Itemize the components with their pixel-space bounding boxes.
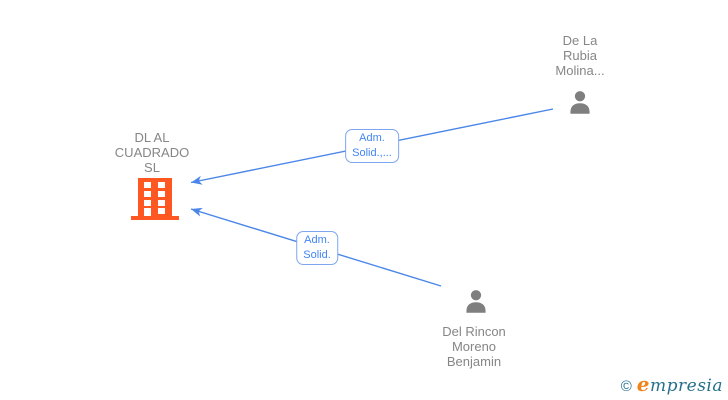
person-bottom-node-label[interactable]: Del Rincon Moreno Benjamin	[442, 324, 506, 369]
brand-wordmark: empresia	[637, 374, 723, 396]
person-top-label-line: De La	[562, 33, 598, 48]
company-node-label[interactable]: DL AL CUADRADO SL	[115, 130, 189, 175]
person-bottom-label-line: Benjamin	[446, 354, 502, 369]
person-icon[interactable]	[462, 289, 490, 317]
company-label-line: CUADRADO	[114, 145, 190, 160]
edge-label-line: Solid.	[303, 249, 331, 261]
person-top-label-line: Rubia	[563, 48, 597, 63]
building-icon[interactable]	[131, 178, 179, 220]
edge-label-adm-solid-top[interactable]: Adm. Solid.,...	[345, 129, 399, 163]
person-bottom-label-line: Del Rincon	[442, 324, 506, 339]
person-top-label-line: Molina...	[555, 63, 605, 78]
brand-rest: mpresia	[650, 376, 723, 396]
edge-label-line: Adm.	[359, 132, 385, 144]
brand-lead-letter: e	[636, 372, 650, 396]
company-label-line: SL	[144, 160, 160, 175]
person-icon[interactable]	[566, 90, 594, 118]
edge-label-adm-solid-bottom[interactable]: Adm. Solid.	[296, 231, 338, 265]
brand-logo[interactable]: © empresia	[621, 374, 723, 396]
person-top-node-label[interactable]: De La Rubia Molina...	[555, 33, 604, 78]
edge-label-line: Adm.	[304, 234, 330, 246]
copyright-icon: ©	[620, 378, 632, 395]
company-label-line: DL AL	[134, 130, 170, 145]
person-bottom-label-line: Moreno	[451, 339, 497, 354]
edge-label-line: Solid.,...	[352, 147, 392, 159]
